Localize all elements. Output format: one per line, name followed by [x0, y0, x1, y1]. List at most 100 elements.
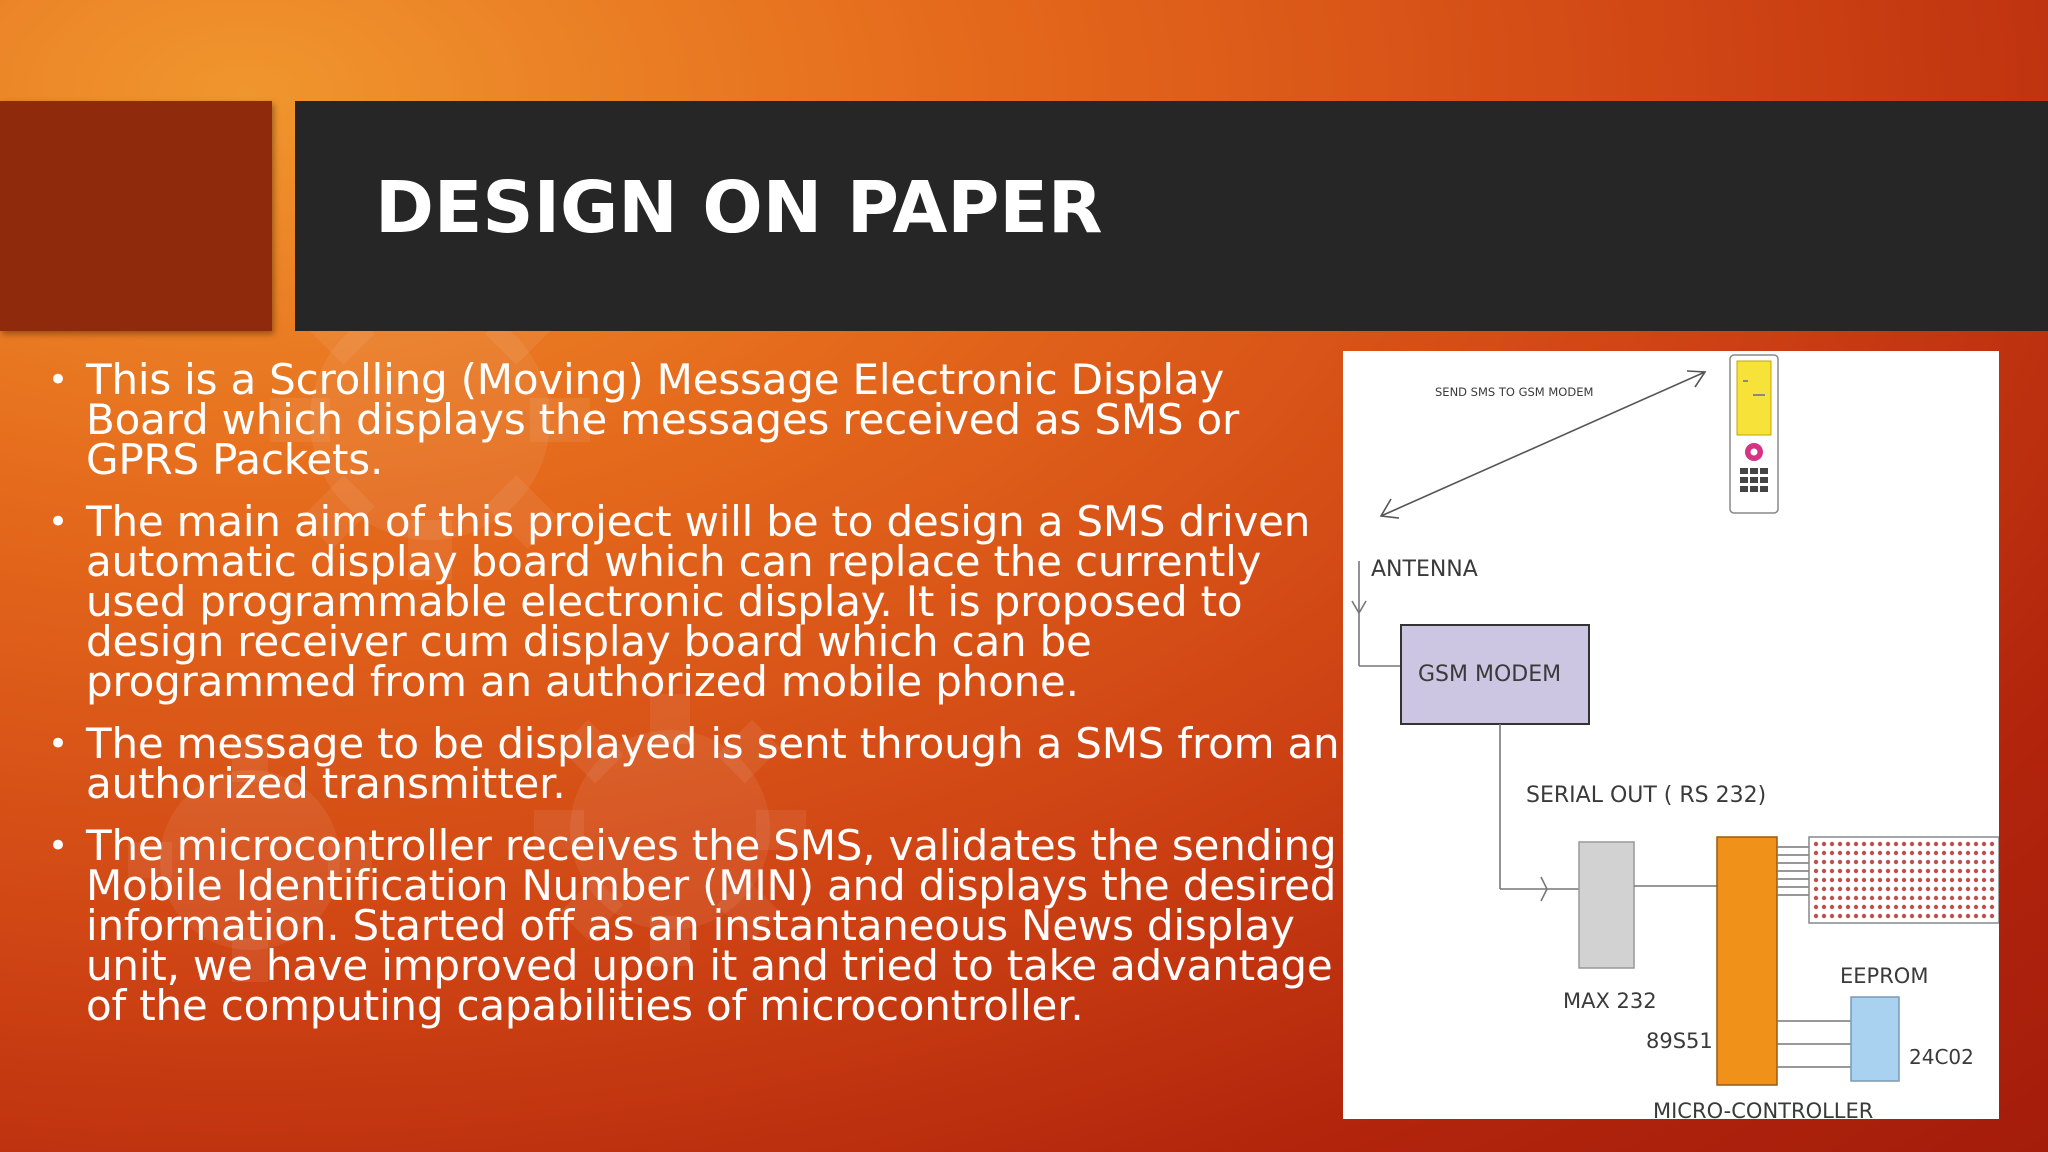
led-dot	[1893, 886, 1899, 892]
led-dot	[1949, 913, 1955, 919]
led-dot	[1917, 886, 1923, 892]
led-dot	[1853, 886, 1859, 892]
eeprom-bus-lines	[1777, 1020, 1851, 1068]
led-dot	[1981, 895, 1987, 901]
led-dot	[1917, 859, 1923, 865]
sms-arrow	[1379, 370, 1707, 519]
bullet-list: • This is a Scrolling (Moving) Message E…	[44, 359, 1344, 1048]
gsm-modem-block	[1400, 624, 1590, 725]
max232-block	[1578, 841, 1635, 969]
led-dot	[1845, 841, 1851, 847]
led-dot	[1909, 886, 1915, 892]
led-dot	[1877, 913, 1883, 919]
bullet-item: • The microcontroller receives the SMS, …	[44, 825, 1344, 1027]
led-dot	[1965, 895, 1971, 901]
led-dot	[1813, 877, 1819, 883]
gsm-modem-label: GSM MODEM	[1418, 662, 1561, 687]
led-dot	[1901, 913, 1907, 919]
led-dot	[1853, 895, 1859, 901]
led-dot	[1861, 895, 1867, 901]
led-dot	[1813, 859, 1819, 865]
led-dot	[1925, 886, 1931, 892]
led-dot	[1893, 850, 1899, 856]
led-dot	[1973, 877, 1979, 883]
led-dot	[1869, 886, 1875, 892]
led-dot	[1933, 904, 1939, 910]
led-dot	[1965, 850, 1971, 856]
led-dot	[1821, 859, 1827, 865]
led-dot	[1845, 904, 1851, 910]
led-dot	[1861, 877, 1867, 883]
led-dot	[1877, 904, 1883, 910]
led-dot	[1837, 904, 1843, 910]
led-dot	[1813, 904, 1819, 910]
led-dot	[1837, 868, 1843, 874]
led-dot	[1949, 841, 1955, 847]
led-dot	[1885, 913, 1891, 919]
led-dot	[1885, 850, 1891, 856]
led-dot	[1829, 895, 1835, 901]
bullet-text: The main aim of this project will be to …	[86, 497, 1311, 706]
led-dot	[1981, 859, 1987, 865]
led-dot	[1821, 913, 1827, 919]
led-dot	[1869, 850, 1875, 856]
led-dot	[1853, 859, 1859, 865]
led-dot	[1877, 850, 1883, 856]
led-dot	[1965, 868, 1971, 874]
led-dot	[1853, 904, 1859, 910]
led-dot	[1957, 886, 1963, 892]
led-dot	[1901, 895, 1907, 901]
led-dot	[1973, 841, 1979, 847]
eeprom-chip-label: 24C02	[1909, 1045, 1974, 1069]
led-dot	[1885, 859, 1891, 865]
led-dot	[1973, 868, 1979, 874]
led-dot	[1941, 904, 1947, 910]
led-dot	[1973, 850, 1979, 856]
led-dot	[1901, 886, 1907, 892]
led-dot	[1981, 886, 1987, 892]
led-dot	[1933, 913, 1939, 919]
led-dot	[1861, 850, 1867, 856]
bullet-text: The message to be displayed is sent thro…	[86, 719, 1340, 808]
antenna-label: ANTENNA	[1371, 557, 1478, 582]
led-dot	[1885, 886, 1891, 892]
led-dot	[1837, 886, 1843, 892]
led-dot	[1965, 859, 1971, 865]
led-dot	[1893, 877, 1899, 883]
led-dot	[1933, 868, 1939, 874]
led-dot	[1829, 913, 1835, 919]
led-dot	[1853, 841, 1859, 847]
bullet-marker: •	[48, 502, 68, 542]
led-dot	[1845, 886, 1851, 892]
bullet-marker: •	[48, 826, 68, 866]
led-dot	[1941, 868, 1947, 874]
led-dot	[1909, 904, 1915, 910]
led-dot	[1885, 841, 1891, 847]
led-dot	[1989, 859, 1995, 865]
led-dot	[1877, 841, 1883, 847]
led-dot	[1901, 859, 1907, 865]
led-dot	[1821, 904, 1827, 910]
led-dot	[1853, 877, 1859, 883]
led-dot	[1893, 895, 1899, 901]
led-dot	[1965, 841, 1971, 847]
led-dot	[1949, 850, 1955, 856]
led-bus-lines	[1777, 846, 1809, 896]
led-dot	[1837, 877, 1843, 883]
bullet-marker: •	[48, 360, 68, 400]
led-matrix-display	[1808, 836, 1999, 924]
led-dot	[1861, 868, 1867, 874]
led-dot	[1957, 904, 1963, 910]
eeprom-label: EEPROM	[1840, 964, 1928, 988]
led-dot	[1989, 841, 1995, 847]
led-dot	[1925, 868, 1931, 874]
mcu-label: 89S51	[1646, 1029, 1713, 1053]
led-dot	[1821, 841, 1827, 847]
led-dot	[1853, 913, 1859, 919]
led-dot	[1845, 868, 1851, 874]
led-dot	[1861, 886, 1867, 892]
led-dot	[1885, 895, 1891, 901]
led-dot	[1949, 904, 1955, 910]
led-dot	[1933, 850, 1939, 856]
led-dot	[1837, 859, 1843, 865]
